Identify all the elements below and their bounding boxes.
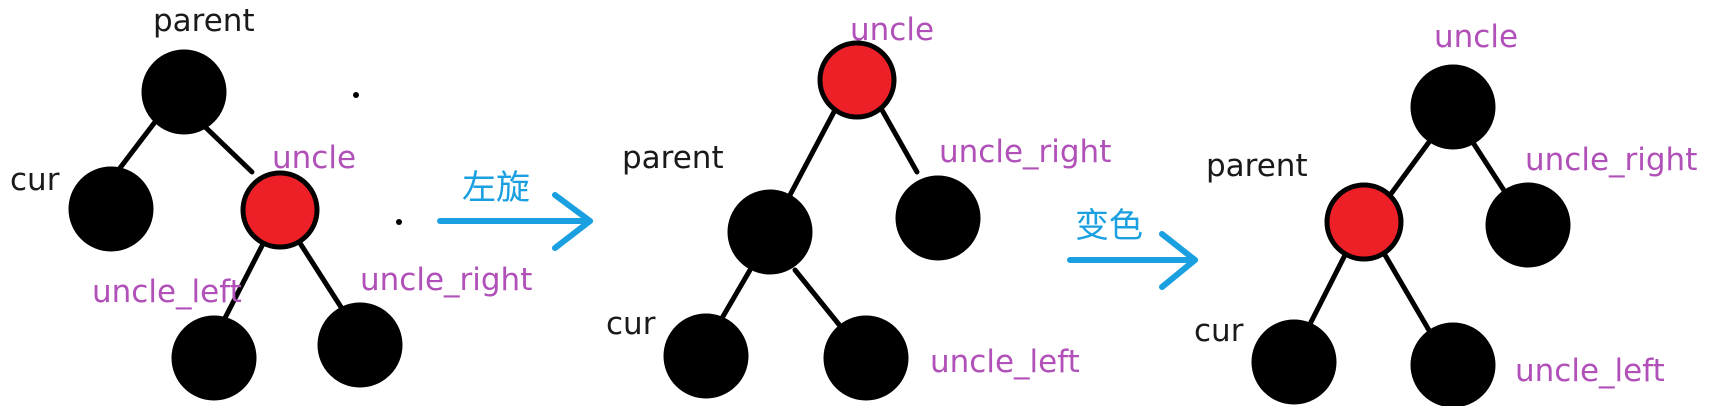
- node-uncle-left: [1410, 322, 1496, 406]
- label-uncle-right: uncle_right: [939, 134, 1111, 170]
- stray-dot: [353, 92, 359, 98]
- arrow-rotate-left: 左旋: [437, 168, 593, 251]
- edge-uncle-uncle-left: [222, 237, 268, 321]
- node-uncle-right: [1485, 182, 1571, 268]
- label-parent: parent: [622, 140, 724, 176]
- label-uncle-right: uncle_right: [360, 262, 532, 298]
- edge-parent-cur: [117, 119, 158, 171]
- label-rotate-left: 左旋: [462, 168, 530, 208]
- label-uncle-left: uncle_left: [1515, 353, 1665, 389]
- node-uncle-right: [317, 302, 403, 388]
- label-parent: parent: [1206, 148, 1308, 184]
- node-parent: [727, 189, 813, 275]
- label-recolor: 变色: [1075, 206, 1143, 246]
- stage-1: parent cur uncle uncle_left uncle_right: [10, 3, 532, 401]
- label-uncle-right: uncle_right: [1525, 142, 1697, 178]
- arrow-head: [552, 192, 593, 251]
- edge-parent-cur: [1305, 252, 1348, 331]
- stage-3: uncle parent uncle_right cur uncle_left: [1194, 19, 1697, 406]
- label-parent: parent: [153, 3, 255, 39]
- node-uncle-left: [171, 315, 257, 401]
- node-parent: [1324, 182, 1404, 262]
- node-parent: [141, 49, 227, 135]
- node-cur: [1251, 319, 1337, 405]
- label-uncle-left: uncle_left: [930, 344, 1080, 380]
- node-uncle-left: [823, 315, 909, 401]
- node-uncle: [240, 170, 320, 250]
- edge-uncle-uncle-right: [879, 107, 920, 175]
- node-cur: [663, 313, 749, 399]
- label-cur: cur: [10, 162, 60, 198]
- label-uncle: uncle: [850, 12, 934, 48]
- edge-parent-uncle-left: [792, 267, 848, 335]
- node-uncle-right: [895, 175, 981, 261]
- edge-uncle-parent: [787, 107, 838, 198]
- stage-2: uncle parent uncle_right cur uncle_left: [606, 12, 1111, 401]
- edge-uncle-uncle-right: [295, 237, 351, 321]
- arrow-recolor: 变色: [1067, 206, 1198, 290]
- edge-parent-cur: [715, 267, 753, 328]
- label-cur: cur: [1194, 313, 1244, 349]
- node-cur: [68, 166, 154, 252]
- node-uncle: [817, 40, 897, 120]
- edge-parent-uncle-left: [1382, 252, 1433, 335]
- label-uncle: uncle: [272, 140, 356, 176]
- label-uncle-left: uncle_left: [92, 274, 242, 310]
- stray-dot: [396, 219, 402, 225]
- edge-uncle-uncle-right: [1467, 135, 1508, 195]
- arrow-head: [1159, 231, 1198, 290]
- label-cur: cur: [606, 306, 656, 342]
- node-uncle: [1410, 64, 1496, 150]
- edge-uncle-parent: [1382, 135, 1435, 205]
- label-uncle: uncle: [1434, 19, 1518, 55]
- edge-parent-uncle: [197, 119, 255, 175]
